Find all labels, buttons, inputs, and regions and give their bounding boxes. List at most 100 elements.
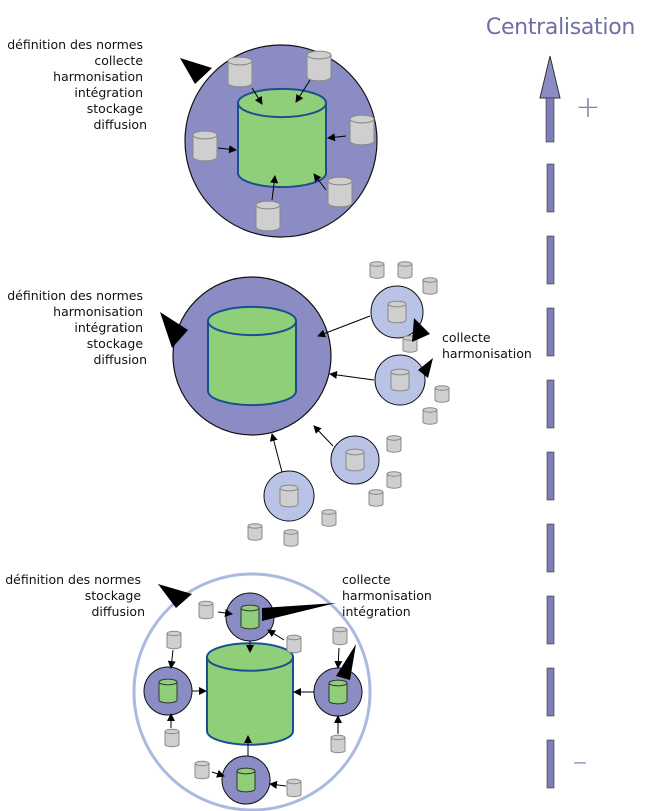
- cylinder-body: [327, 181, 353, 208]
- cylinder-body: [386, 474, 402, 489]
- cylinder-body: [402, 338, 418, 353]
- cylinder-body: [158, 682, 178, 704]
- flow-arrow: [217, 145, 237, 154]
- scale-dash: [546, 523, 555, 573]
- cylinder-body: [390, 372, 410, 392]
- cylinder-top: [328, 679, 348, 687]
- scale-plus-sign: +: [575, 90, 600, 125]
- cylinder-body: [286, 637, 302, 654]
- cylinder-body: [279, 488, 299, 508]
- cylinder-top: [368, 489, 384, 495]
- scale-minus-sign: –: [573, 744, 588, 779]
- cylinder-top: [255, 200, 281, 210]
- node-callout-pointer: [336, 644, 356, 680]
- flow-arrow: [317, 315, 371, 338]
- cylinder-body: [328, 683, 348, 705]
- database-icon: [247, 523, 263, 541]
- database-icon: [207, 305, 297, 407]
- cylinder-body: [387, 304, 407, 324]
- database-icon: [158, 678, 178, 704]
- database-icon: [332, 626, 348, 646]
- scale-dash: [546, 595, 555, 645]
- database-icon: [387, 300, 407, 324]
- database-icon: [390, 368, 410, 392]
- scale-dash: [546, 739, 555, 789]
- cylinder-body: [434, 388, 450, 403]
- database-icon: [369, 261, 385, 279]
- database-icon: [397, 261, 413, 279]
- database-icon: [330, 734, 346, 754]
- cylinder-body: [237, 103, 327, 189]
- cylinder-body: [166, 633, 182, 650]
- regional-nodes: [247, 261, 450, 547]
- scale-dash: [546, 451, 555, 501]
- bot-label-0: définition des normes: [5, 572, 141, 587]
- cylinder-body: [332, 629, 348, 646]
- database-icon: [368, 489, 384, 507]
- database-icon: [328, 679, 348, 705]
- bot-node-label-1: harmonisation: [342, 588, 432, 603]
- cylinder-top: [240, 604, 260, 612]
- flow-arrow: [217, 609, 233, 617]
- bottom-center-labels: définition des normes stockage diffusion: [5, 572, 145, 619]
- central-database-icon: [237, 87, 327, 189]
- cylinder-top: [279, 484, 299, 492]
- flow-arrow: [313, 173, 327, 191]
- flow-arrow: [313, 425, 334, 447]
- cylinder-top: [236, 767, 256, 775]
- cylinder-body: [255, 205, 281, 232]
- cylinder-top: [166, 630, 182, 637]
- flow-arrow: [269, 780, 287, 789]
- database-icon: [286, 778, 302, 798]
- mid-node-label-1: harmonisation: [442, 346, 532, 361]
- database-icon: [206, 642, 294, 746]
- top-label-1: collecte: [94, 53, 143, 68]
- database-icon: [255, 200, 281, 232]
- cylinder-body: [330, 737, 346, 754]
- database-icon: [236, 767, 256, 793]
- cylinder-body: [240, 608, 260, 630]
- bot-node-label-2: intégration: [342, 604, 411, 619]
- mid-node-label-0: collecte: [442, 330, 491, 345]
- mid-label-0: définition des normes: [7, 288, 143, 303]
- cylinder-top: [247, 523, 263, 529]
- database-icon: [194, 760, 210, 780]
- scale-dash: [545, 97, 555, 143]
- database-icon: [192, 130, 218, 162]
- database-icon: [321, 509, 337, 527]
- flow-arrow: [270, 175, 279, 201]
- cylinder-top: [283, 529, 299, 535]
- cylinder-top: [194, 760, 210, 767]
- database-icon: [166, 630, 182, 650]
- database-icon: [237, 87, 327, 189]
- middle-center-labels: définition des normes harmonisation inté…: [7, 288, 147, 367]
- bot-label-2: diffusion: [92, 604, 146, 619]
- database-icon: [283, 529, 299, 547]
- database-icon: [434, 385, 450, 403]
- flow-arrow: [334, 647, 343, 669]
- flow-arrow: [269, 433, 283, 473]
- top-label-5: diffusion: [94, 117, 148, 132]
- scale-title: Centralisation: [486, 15, 635, 40]
- cylinder-body: [198, 603, 214, 620]
- flow-arrow: [167, 649, 176, 669]
- cylinder-top: [387, 300, 407, 308]
- cylinder-body: [194, 763, 210, 780]
- scale-dash: [546, 163, 555, 213]
- cylinder-body: [164, 731, 180, 748]
- cylinder-top: [327, 176, 353, 186]
- scale-dash: [546, 379, 555, 429]
- cylinder-body: [306, 55, 332, 82]
- scale-dash: [546, 667, 555, 717]
- top-label-3: intégration: [74, 85, 143, 100]
- top-label-0: définition des normes: [7, 37, 143, 52]
- cylinder-body: [227, 61, 253, 88]
- centralisation-scale: Centralisation + –: [486, 15, 635, 789]
- database-icon: [422, 407, 438, 425]
- database-icon: [286, 634, 302, 654]
- cylinder-top: [390, 368, 410, 376]
- cylinder-body: [369, 264, 385, 279]
- arrow-up-icon: [539, 55, 561, 99]
- cylinder-top: [332, 626, 348, 633]
- database-icon: [386, 471, 402, 489]
